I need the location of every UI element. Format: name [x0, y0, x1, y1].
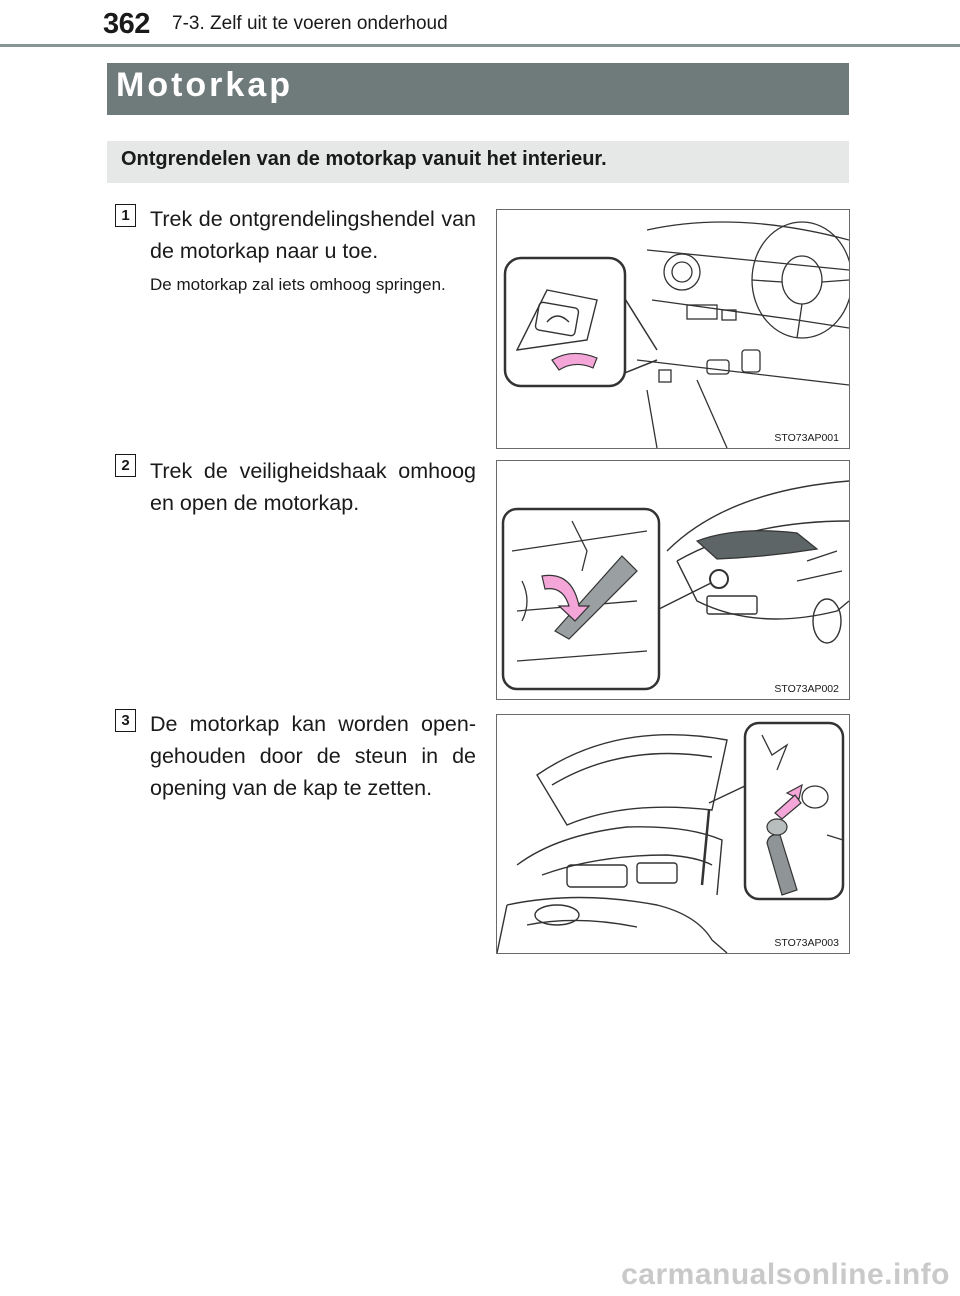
figure-hood-support-rod: STO73AP003 — [496, 714, 850, 954]
support-rod-illustration — [497, 721, 845, 953]
watermark: carmanualsonline.info — [621, 1258, 950, 1291]
figure-safety-catch: STO73AP002 — [496, 460, 850, 700]
step-text-2: Trek de veiligheidshaak omhoog en open d… — [150, 459, 476, 515]
chapter-title: 7-3. Zelf uit te voeren onderhoud — [172, 13, 448, 34]
section-title: Motorkap — [116, 66, 293, 104]
hood-release-illustration — [503, 221, 849, 448]
figure-hood-release-lever: STO73AP001 — [496, 209, 850, 449]
subsection-title-bar — [107, 141, 849, 183]
page-number: 362 — [103, 8, 150, 40]
step-text-1: Trek de ontgrendelingshendel van de moto… — [150, 207, 476, 263]
subsection-title: Ontgrendelen van de motorkap vanuit het … — [121, 148, 607, 170]
section-title-bar — [107, 63, 849, 115]
figure-code-2: STO73AP002 — [772, 683, 841, 695]
step-text-3: De motorkap kan worden open-gehouden doo… — [150, 712, 476, 800]
step-number-3: 3 — [115, 709, 136, 732]
safety-catch-illustration — [501, 480, 849, 691]
step-number-2: 2 — [115, 454, 136, 477]
step-note-1: De motorkap zal iets omhoog springen. — [150, 275, 446, 294]
figure-code-3: STO73AP003 — [772, 937, 841, 949]
figure-code-1: STO73AP001 — [772, 432, 841, 444]
header-divider — [0, 44, 960, 47]
step-number-1: 1 — [115, 204, 136, 227]
